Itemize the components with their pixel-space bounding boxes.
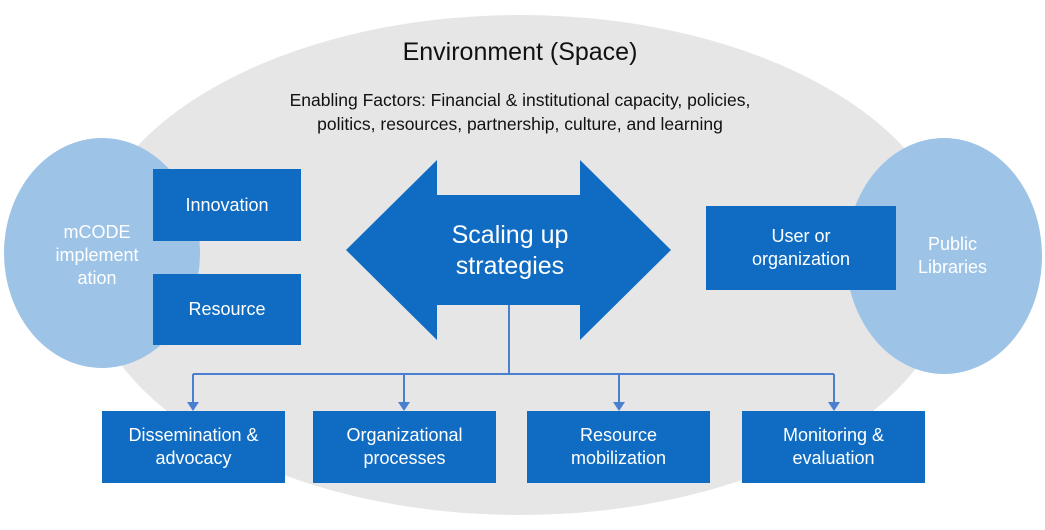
- innovation-box: Innovation: [153, 169, 301, 241]
- left-circle: [4, 138, 200, 368]
- scaling-up-line-2: strategies: [455, 252, 565, 280]
- user-box-line-2: organization: [751, 249, 851, 269]
- enabling-factors-text: Enabling Factors: Financial & institutio…: [200, 88, 840, 136]
- enabling-factors-line-2: politics, resources, partnership, cultur…: [317, 114, 723, 134]
- left-circle-line-3: ation: [77, 267, 117, 288]
- left-circle-label: mCODE implement ation: [22, 215, 172, 295]
- dissemination-line-1: Dissemination &: [128, 425, 259, 445]
- resource-mobilization-box: Resource mobilization: [527, 411, 710, 483]
- connector-arrowheads: [187, 402, 840, 411]
- resource-box: Resource: [153, 274, 301, 345]
- connector-lines: [192, 305, 835, 403]
- enabling-factors-line-1: Enabling Factors: Financial & institutio…: [289, 90, 751, 110]
- left-circle-line-2: implement: [55, 244, 139, 265]
- resource-mobilization-line-1: Resource: [579, 425, 658, 445]
- right-circle-line-1: Public: [927, 234, 978, 254]
- monitoring-line-2: evaluation: [792, 448, 875, 468]
- dissemination-line-2: advocacy: [155, 448, 232, 468]
- organizational-line-2: processes: [363, 448, 446, 468]
- user-box-line-1: User or: [771, 226, 831, 246]
- user-organization-box: User or organization: [706, 206, 896, 290]
- diagram-title: Environment (Space): [402, 38, 638, 66]
- left-circle-line-1: mCODE: [63, 221, 131, 242]
- monitoring-evaluation-box: Monitoring & evaluation: [742, 411, 925, 483]
- resource-mobilization-line-2: mobilization: [570, 448, 667, 468]
- organizational-line-1: Organizational: [346, 425, 463, 445]
- double-arrow: [346, 160, 671, 340]
- dissemination-advocacy-box: Dissemination & advocacy: [102, 411, 285, 483]
- right-circle-label: Public Libraries: [895, 228, 1010, 284]
- right-circle-line-2: Libraries: [917, 257, 988, 277]
- monitoring-line-1: Monitoring &: [782, 425, 885, 445]
- scaling-up-label: Scaling up strategies: [415, 220, 605, 282]
- organizational-processes-box: Organizational processes: [313, 411, 496, 483]
- right-circle: [846, 138, 1042, 374]
- scaling-up-line-1: Scaling up: [451, 221, 569, 249]
